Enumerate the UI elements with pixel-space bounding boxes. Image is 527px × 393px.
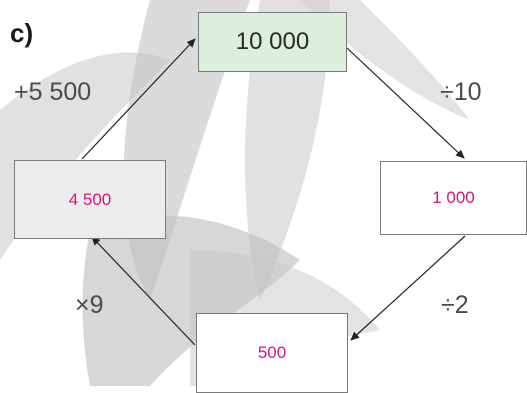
arrow-right-to-bottom bbox=[350, 235, 466, 341]
arrow-left-to-top bbox=[81, 38, 196, 160]
arrow-top-to-right bbox=[346, 47, 465, 159]
arrow-bottom-to-left bbox=[91, 236, 196, 346]
box-left-text: 4 500 bbox=[68, 189, 112, 209]
box-top-value: 10 000 bbox=[198, 12, 347, 72]
box-right-text: 1 000 bbox=[432, 188, 475, 207]
box-bottom-value: 500 bbox=[196, 313, 348, 393]
box-right-value: 1 000 bbox=[380, 161, 527, 235]
operation-divide-10: ÷10 bbox=[440, 78, 482, 106]
box-left-value: 4 500 bbox=[14, 160, 166, 239]
operation-multiply-9: ×9 bbox=[75, 291, 104, 319]
box-top-text: 10 000 bbox=[235, 28, 310, 55]
operation-divide-2: ÷2 bbox=[441, 291, 469, 319]
part-label: c) bbox=[10, 18, 34, 48]
operation-add-5500: +5 500 bbox=[14, 78, 92, 106]
box-bottom-text: 500 bbox=[257, 343, 287, 362]
